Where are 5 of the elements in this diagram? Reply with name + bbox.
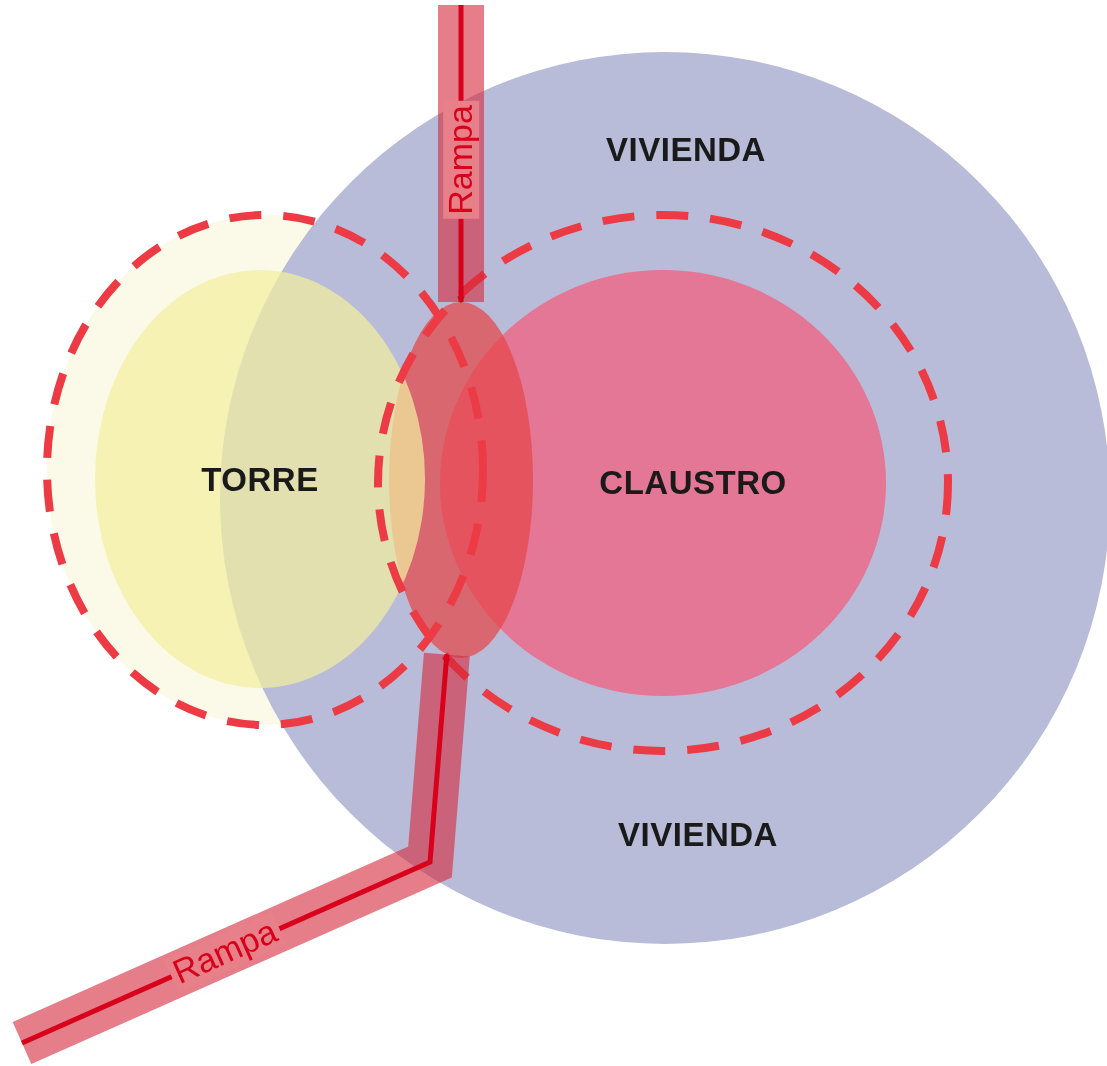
- zone-label: VIVIENDA: [618, 816, 778, 854]
- edge-label: Rampa: [443, 101, 479, 219]
- zone-label: TORRE: [201, 461, 319, 499]
- zone-label: CLAUSTRO: [599, 464, 787, 502]
- zone-label: VIVIENDA: [606, 131, 766, 169]
